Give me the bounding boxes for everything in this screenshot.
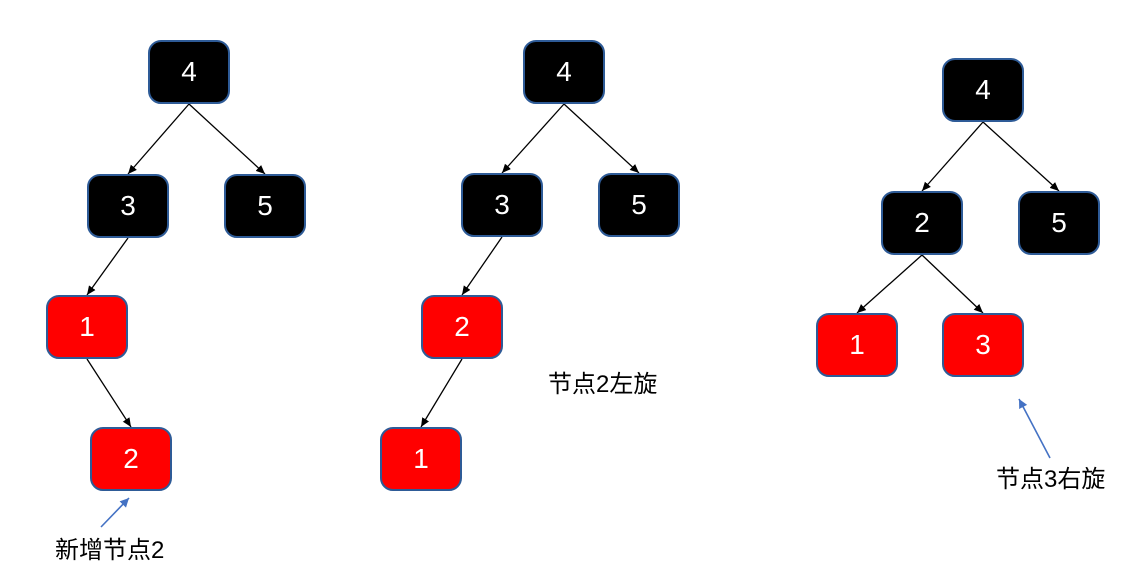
node-label: 1: [849, 329, 865, 360]
tree-after-left-rotation-edge-4-3: [501, 103, 565, 174]
node-label: 3: [494, 189, 510, 220]
tree-after-right-rotation-node-3: 3: [942, 313, 1024, 377]
node-label: 2: [454, 311, 470, 342]
tree-after-left-rotation-node-4: 4: [523, 40, 605, 104]
tree-after-left-rotation-edge-2-1: [420, 358, 463, 428]
node-label: 4: [556, 56, 572, 87]
tree-after-left-rotation-edge-3-2: [461, 236, 503, 296]
tree-after-left-rotation-node-1: 1: [380, 427, 462, 491]
tree-after-left-rotation-node-2: 2: [421, 295, 503, 359]
tree-after-right-rotation-edge-2-1: [856, 254, 923, 314]
tree-after-left-rotation-edge-4-5: [563, 103, 640, 174]
node-label: 5: [1051, 207, 1067, 238]
annotation-arrow-node-3-right-rotation: [1018, 398, 1051, 459]
tree-after-insert-node-4: 4: [148, 40, 230, 104]
annotation-label-node-2-left-rotation: 节点2左旋: [548, 371, 658, 398]
tree-after-right-rotation-edge-4-2: [921, 121, 984, 192]
tree-after-insert-edge-4-3: [127, 103, 190, 175]
tree-after-right-rotation-node-4: 4: [942, 58, 1024, 122]
node-label: 5: [257, 190, 273, 221]
tree-after-left-rotation-node-5: 5: [598, 173, 680, 237]
tree-after-insert-edge-1-2: [86, 358, 132, 428]
annotation-arrow-new-node-2: [100, 497, 130, 528]
tree-after-right-rotation-edge-4-5: [982, 121, 1060, 192]
tree-after-insert-edge-4-5: [188, 103, 266, 175]
node-label: 5: [631, 189, 647, 220]
tree-after-insert-node-5: 5: [224, 174, 306, 238]
tree-after-insert-node-2: 2: [90, 427, 172, 491]
annotation-label-node-3-right-rotation: 节点3右旋: [996, 466, 1106, 493]
tree-after-left-rotation-node-3: 3: [461, 173, 543, 237]
node-label: 4: [181, 56, 197, 87]
tree-after-insert-node-3: 3: [87, 174, 169, 238]
node-label: 2: [123, 443, 139, 474]
tree-after-right-rotation-node-1: 1: [816, 313, 898, 377]
tree-after-insert-edge-3-1: [86, 237, 129, 296]
tree-after-insert-node-1: 1: [46, 295, 128, 359]
node-label: 1: [413, 443, 429, 474]
node-label: 3: [975, 329, 991, 360]
node-label: 4: [975, 74, 991, 105]
tree-after-right-rotation-node-2: 2: [881, 191, 963, 255]
annotation-label-new-node-2: 新增节点2: [55, 537, 165, 564]
node-label: 2: [914, 207, 930, 238]
tree-after-right-rotation-node-5: 5: [1018, 191, 1100, 255]
node-label: 1: [79, 311, 95, 342]
tree-after-right-rotation-edge-2-3: [921, 254, 984, 314]
node-label: 3: [120, 190, 136, 221]
